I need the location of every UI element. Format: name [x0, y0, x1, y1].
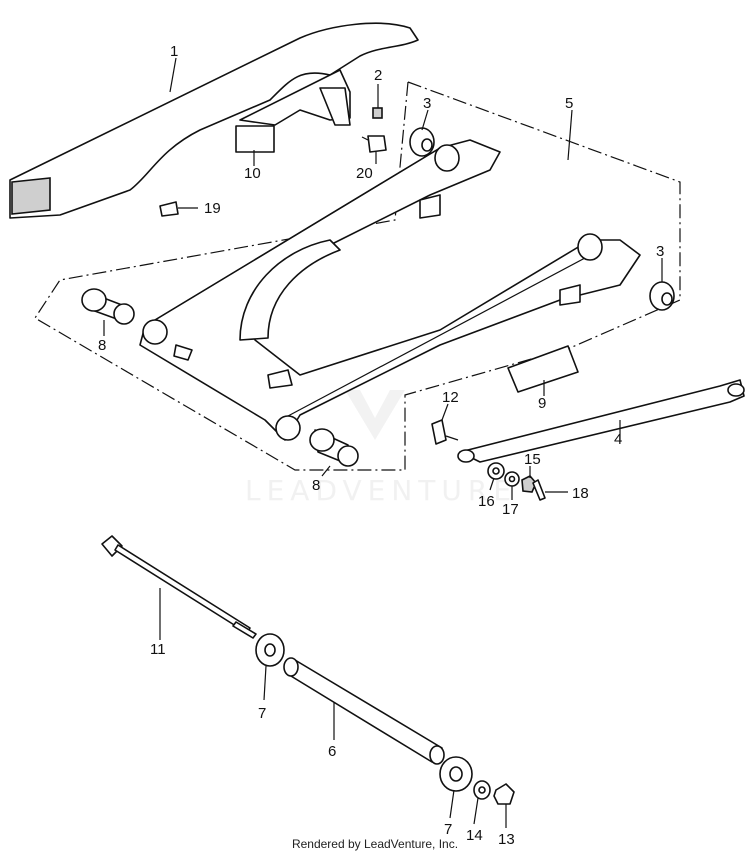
callout-15: 15 [524, 451, 541, 468]
callout-14: 14 [466, 827, 483, 844]
callout-8-lower: 8 [312, 477, 320, 494]
watermark-logo: LEADVENTURE [245, 390, 517, 507]
callout-17: 17 [502, 501, 519, 518]
leader-lines [103, 57, 663, 828]
sleeve-part-9[interactable] [507, 345, 579, 393]
swingarm-part-5[interactable] [139, 139, 641, 441]
chain-case-part-1[interactable] [9, 22, 419, 219]
callout-7-upper: 7 [258, 705, 266, 722]
render-credit: Rendered by LeadVenture, Inc. [291, 837, 459, 851]
callout-3-left: 3 [423, 95, 431, 112]
callout-8-upper: 8 [98, 337, 106, 354]
pivot-collar-part-6[interactable] [283, 657, 445, 765]
nut-part-13[interactable] [493, 783, 515, 805]
bearing-part-7-upper[interactable] [255, 633, 285, 667]
torque-link-part-4[interactable] [457, 379, 745, 463]
callout-6: 6 [328, 743, 336, 760]
pivot-bolt-part-11[interactable] [101, 535, 257, 639]
callout-4: 4 [614, 431, 622, 448]
bolt-part-2[interactable] [372, 107, 383, 119]
callout-10: 10 [244, 165, 261, 182]
callout-13: 13 [498, 831, 515, 848]
pivot-bushing-part-8-lower[interactable] [309, 428, 359, 467]
callout-12: 12 [442, 389, 459, 406]
callout-3-right: 3 [656, 243, 664, 260]
chain-case-label-plate [235, 125, 275, 153]
bolt-part-19[interactable] [159, 201, 179, 217]
callout-2: 2 [374, 67, 382, 84]
bolt-part-12[interactable] [431, 419, 459, 445]
callout-16: 16 [478, 493, 495, 510]
callout-1: 1 [170, 43, 178, 60]
callout-11: 11 [150, 641, 166, 658]
callout-labels: 1 2 3 5 10 20 19 3 8 12 9 4 8 15 16 17 1… [98, 43, 664, 848]
washer-part-17[interactable] [504, 471, 520, 487]
callout-20: 20 [356, 165, 373, 182]
pivot-bushing-part-8-upper[interactable] [81, 288, 135, 325]
callout-7-lower: 7 [444, 821, 452, 838]
bolt-part-20[interactable] [361, 135, 387, 153]
washer-part-14[interactable] [473, 780, 491, 800]
watermark-text: LEADVENTURE [245, 474, 517, 507]
callout-18: 18 [572, 485, 589, 502]
callout-19: 19 [204, 200, 221, 217]
bearing-part-7-lower[interactable] [439, 756, 473, 792]
callout-5: 5 [565, 95, 573, 112]
bushing-part-3-right[interactable] [649, 281, 675, 311]
callout-9: 9 [538, 395, 546, 412]
bushing-part-3-left[interactable] [409, 127, 435, 157]
cotter-pin-part-18[interactable] [532, 479, 546, 501]
washer-part-16[interactable] [487, 462, 505, 480]
